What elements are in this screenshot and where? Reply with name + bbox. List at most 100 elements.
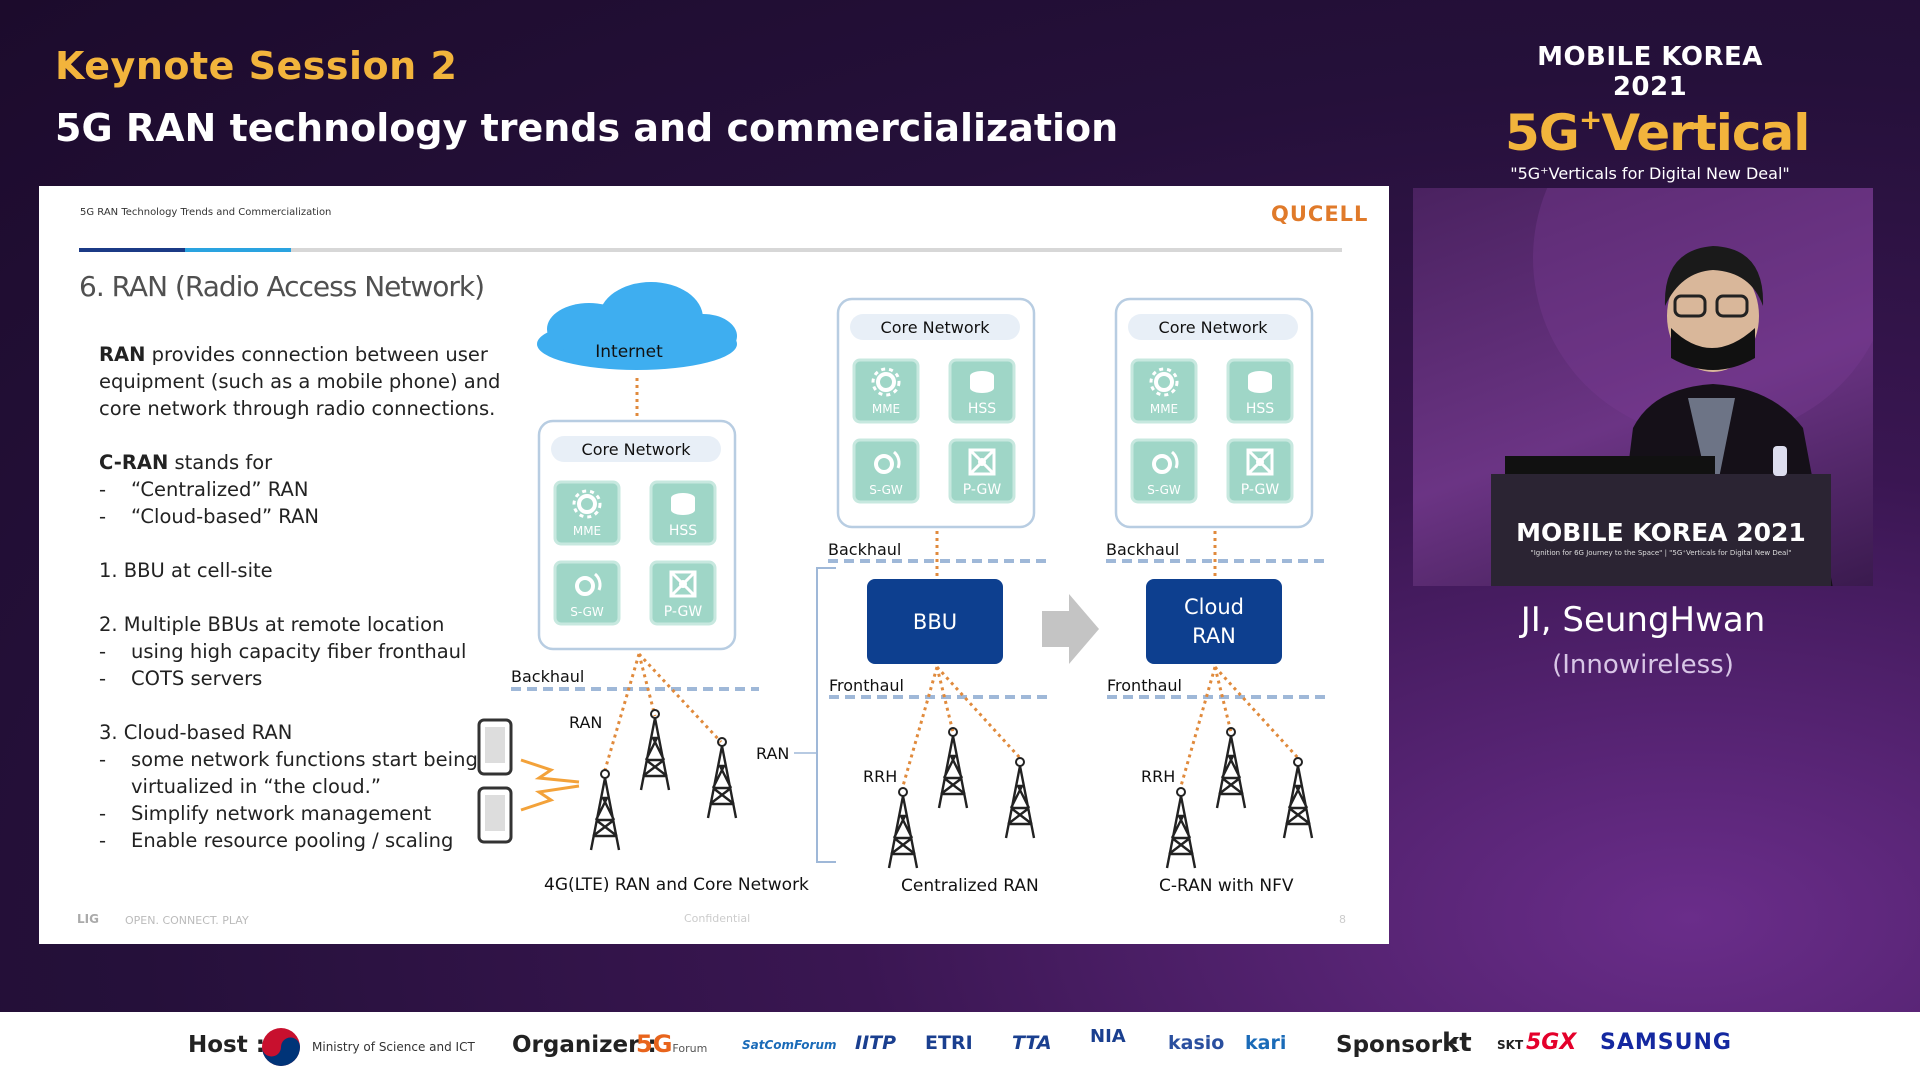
item-2: 2. Multiple BBUs at remote location [99, 613, 445, 636]
bullet-dash: - [99, 505, 107, 528]
cell-tower-icon [1004, 756, 1036, 840]
host-label: Host : [188, 1032, 265, 1058]
intro-text: RAN provides connection between user equ… [99, 341, 500, 422]
slide-page-number: 8 [1339, 913, 1346, 926]
event-theme-plus: + [1578, 103, 1602, 136]
fronthaul-label: Fronthaul [829, 676, 904, 695]
mme-label: MME [1150, 402, 1178, 416]
mme-label: MME [573, 524, 601, 538]
bbu-box [867, 579, 1003, 664]
slide-title: 6. RAN (Radio Access Network) [79, 270, 485, 303]
cell-tower-icon [589, 768, 621, 852]
etri-logo: ETRI [925, 1032, 973, 1054]
list-item: - “Cloud-based” RAN [99, 503, 319, 530]
rrh-label: RRH [863, 767, 897, 786]
ran-architecture-diagram: Internet Core Network MME HSS S-GW P-GW … [477, 282, 1329, 896]
cran-bold: C-RAN [99, 451, 169, 474]
hss-label: HSS [968, 401, 996, 417]
intro-line-3: core network through radio connections. [99, 397, 496, 420]
backhaul-label: Backhaul [1106, 540, 1179, 559]
hss-label: HSS [669, 523, 697, 539]
organizer-label: Organizer : [512, 1032, 657, 1058]
5g-forum-logo-text: 5G [636, 1030, 673, 1058]
podium-title: MOBILE KOREA 2021 [1516, 518, 1806, 547]
item-1: 1. BBU at cell-site [99, 559, 273, 582]
caption-cran: Centralized RAN [901, 876, 1039, 896]
face-mask-icon [1671, 328, 1755, 370]
sgw-label: S-GW [869, 483, 903, 497]
korea-emblem-icon [262, 1028, 300, 1066]
header-bar-grey [291, 248, 1342, 252]
sgw-label: S-GW [1147, 483, 1181, 497]
core-network-lte: Core Network MME HSS S-GW P-GW [537, 419, 737, 651]
cran-item: “Cloud-based” RAN [131, 505, 319, 528]
mobile-phone-icon [477, 718, 513, 776]
pgw-label: P-GW [1241, 482, 1280, 498]
cell-tower-icon [1165, 786, 1197, 870]
list-item: - COTS servers [99, 665, 466, 692]
slide-footer-tagline: OPEN. CONNECT. PLAY [125, 914, 249, 927]
item-3-sub: Enable resource pooling / scaling [131, 829, 454, 852]
5g-forum-logo: 5GForum [636, 1030, 707, 1058]
tta-logo: TTA [1012, 1032, 1052, 1054]
skt-logo: SKT [1497, 1038, 1524, 1052]
backhaul-label: Backhaul [828, 540, 901, 559]
bullet-dash: - [99, 802, 107, 825]
list-item: -using high capacity fiber fronthaul [99, 638, 466, 665]
core-network-label: Core Network [582, 440, 692, 459]
intro-rest: provides connection between user [145, 343, 488, 366]
presenter-illustration [1491, 188, 1873, 586]
bullet-dash: - [99, 667, 107, 690]
event-name: MOBILE KOREA 2021 [1537, 42, 1763, 102]
fronthaul-label: Fronthaul [1107, 676, 1182, 695]
intro-bold: RAN [99, 343, 146, 366]
caption-lte: 4G(LTE) RAN and Core Network [544, 875, 809, 895]
slide-footer-brand: LIG [77, 912, 99, 926]
caption-nfv: C-RAN with NFV [1159, 876, 1294, 896]
presenter-organization: (Innowireless) [1552, 650, 1734, 680]
event-theme-word: Vertical [1601, 104, 1810, 162]
cell-tower-icon [887, 786, 919, 870]
podium-subtitle: "Ignition for 6G Journey to the Space" |… [1530, 549, 1792, 557]
sgw-label: S-GW [570, 605, 604, 619]
samsung-logo: SAMSUNG [1600, 1030, 1732, 1055]
mme-label: MME [872, 402, 900, 416]
bbu-label: BBU [913, 610, 957, 634]
cell-tower-icon [1282, 756, 1314, 840]
event-tagline: "5G⁺Verticals for Digital New Deal" [1510, 164, 1790, 183]
list-item: -Simplify network management [99, 800, 478, 827]
slide-confidential: Confidential [684, 912, 751, 925]
qucell-logo: QUCELL [1271, 202, 1369, 226]
bullet-dash: - [99, 748, 107, 771]
sponsor-label: Sponsor : [1336, 1032, 1460, 1058]
kasio-logo: kasio [1168, 1032, 1225, 1054]
satcomforum-logo: SatComForum [742, 1038, 837, 1052]
event-logo: MOBILE KOREA 2021 5G+Vertical "5G⁺Vertic… [1505, 42, 1810, 183]
event-theme: 5G+Vertical [1505, 102, 1810, 164]
radio-signal-icon [520, 758, 580, 784]
backhaul-label: Backhaul [511, 667, 584, 686]
pgw-label: P-GW [963, 482, 1002, 498]
podium [1491, 474, 1831, 586]
list-item: -“Centralized” RAN [99, 476, 319, 503]
item-2-sub: using high capacity fiber fronthaul [131, 640, 467, 663]
item-3-sub-cont: virtualized in “the cloud.” [131, 775, 381, 798]
core-network-nfv: Core Network MME HSS S-GW P-GW [1114, 297, 1314, 529]
hss-icon [671, 493, 695, 515]
item-3-sub: some network functions start being [131, 748, 478, 771]
bullet-dash: - [99, 478, 107, 501]
cloud-ran-box [1146, 579, 1282, 664]
item-2-sub: COTS servers [131, 667, 263, 690]
pgw-label: P-GW [664, 604, 703, 620]
nia-logo: NIA [1090, 1026, 1126, 1047]
list-item: virtualized in “the cloud.” [99, 773, 478, 800]
presenter-hair [1664, 246, 1764, 306]
slide-header-text: 5G RAN Technology Trends and Commerciali… [80, 207, 332, 218]
cran-rest: stands for [168, 451, 273, 474]
hss-icon [970, 371, 994, 393]
ministry-label: Ministry of Science and ICT [312, 1040, 475, 1054]
list-item: -Enable resource pooling / scaling [99, 827, 478, 854]
session-title: 5G RAN technology trends and commerciali… [55, 106, 1119, 150]
item-2-block: 2. Multiple BBUs at remote location -usi… [99, 611, 466, 692]
internet-label: Internet [595, 342, 663, 362]
